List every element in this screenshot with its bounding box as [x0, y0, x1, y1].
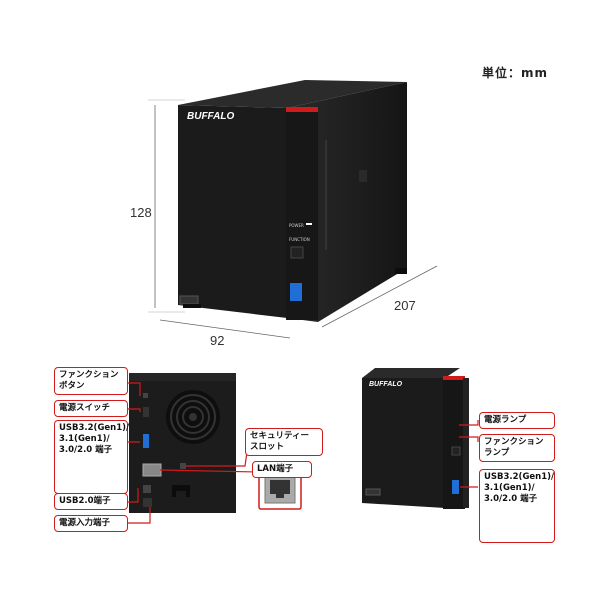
callout-rear-usb32: USB3.2(Gen1)/ 3.1(Gen1)/ 3.0/2.0 端子	[54, 420, 129, 494]
brand-logo-main: BUFFALO	[187, 111, 235, 122]
callout-usb20: USB2.0端子	[54, 493, 128, 510]
dimension-width: 92	[210, 333, 225, 348]
nas-side-face	[178, 105, 287, 318]
callout-function-button: ファンクション ボタン	[54, 367, 128, 395]
callout-security-slot: セキュリティー スロット	[245, 428, 323, 456]
front-small-panel	[443, 376, 465, 509]
front-red-strip	[286, 107, 318, 112]
front-small-side	[362, 378, 445, 508]
usb-port-front	[290, 283, 302, 301]
front-usb-port-small	[452, 480, 459, 494]
power-label: POWER	[289, 223, 304, 228]
nas-top-face	[178, 80, 407, 108]
dimension-height: 128	[130, 205, 152, 220]
callout-power-switch: 電源スイッチ	[54, 400, 128, 417]
function-label: FUNCTION	[289, 237, 310, 242]
dimension-depth: 207	[394, 298, 416, 313]
callout-lan: LAN端子	[252, 461, 312, 478]
callout-power-input: 電源入力端子	[54, 515, 128, 532]
callout-front-usb32: USB3.2(Gen1)/ 3.1(Gen1)/ 3.0/2.0 端子	[479, 469, 555, 543]
security-slot	[180, 463, 186, 469]
unit-label: 単位：mm	[481, 66, 548, 80]
callout-power-lamp: 電源ランプ	[479, 412, 555, 429]
rear-usb32-port	[143, 434, 149, 448]
power-led	[306, 223, 312, 225]
rear-power-input	[143, 498, 152, 507]
function-button-front	[290, 246, 304, 259]
rear-usb20-port	[143, 485, 151, 493]
callout-function-lamp: ファンクション ランプ	[479, 434, 555, 462]
brand-logo-small: BUFFALO	[369, 381, 403, 388]
